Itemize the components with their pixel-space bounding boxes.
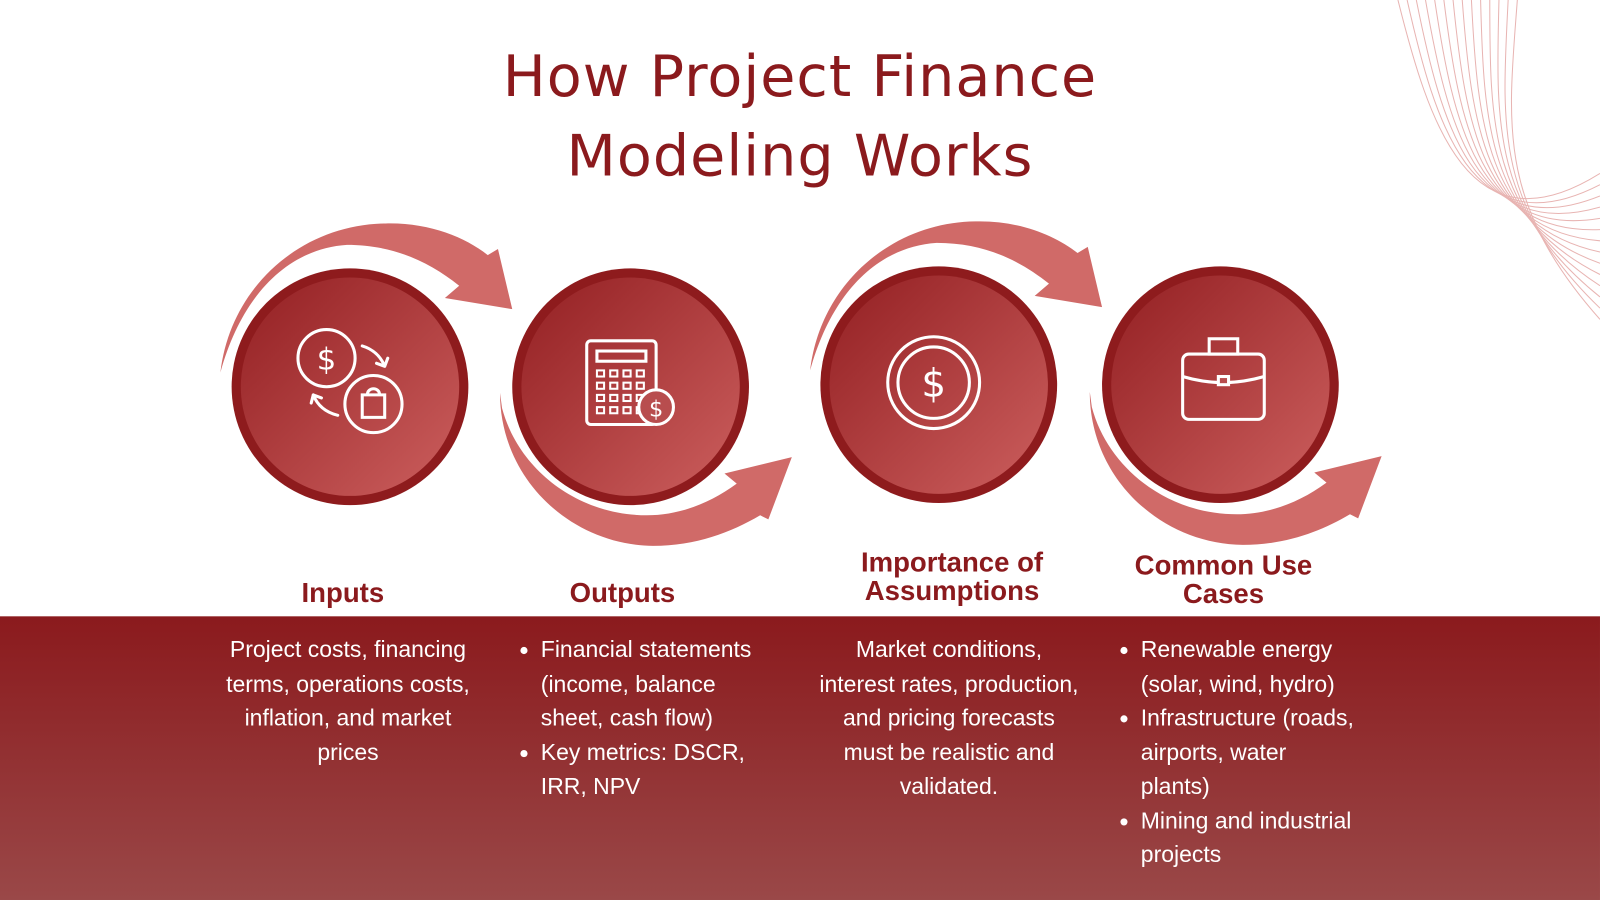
assumptions-description: Market conditions, interest rates, produ…: [819, 636, 1079, 799]
calculator-key: [595, 393, 606, 403]
briefcase-icon: [1181, 337, 1266, 421]
money-exchange-icon: $: [296, 328, 404, 435]
wave-line: [1452, 0, 1600, 242]
arrow-bottom-1: [499, 392, 792, 546]
svg-text:$: $: [921, 362, 946, 407]
calculator-key: [609, 393, 619, 403]
step-circle-inputs: $: [231, 268, 469, 506]
content-band: [0, 616, 1600, 900]
calculator-key: [609, 406, 619, 415]
calculator-key: [622, 406, 632, 415]
heading-assumptions-line-2: Assumptions: [864, 575, 1040, 607]
use-cases-list: Renewable energy (solar, wind, hydro) In…: [1112, 633, 1357, 872]
wave-line: [1415, 0, 1600, 209]
calculator-key: [595, 369, 606, 378]
wave-line: [1504, 0, 1600, 309]
arrow-top-2: [810, 221, 1103, 371]
list-item: Key metrics: DSCR, IRR, NPV: [541, 735, 778, 803]
wave-line: [1510, 0, 1600, 320]
step-circle-outputs: $: [512, 268, 749, 506]
dollar-coin-icon: $: [886, 335, 982, 431]
outputs-list: Financial statements (income, balance sh…: [512, 633, 777, 804]
heading-assumptions: Importance of Assumptions: [819, 548, 1084, 605]
step-circle-use-cases: [1102, 266, 1339, 504]
list-item: Renewable energy (solar, wind, hydro): [1141, 633, 1357, 701]
heading-inputs: Inputs: [301, 577, 385, 609]
wave-line: [1434, 0, 1600, 222]
calculator-key: [609, 369, 619, 378]
heading-use-cases-line-2: Cases: [1182, 578, 1265, 610]
page-title-line-2: Modeling Works: [566, 123, 1034, 190]
calculator-key: [595, 381, 606, 390]
wave-line: [1480, 0, 1600, 275]
calculator-key: [609, 381, 619, 390]
page-title-line-1: How Project Finance: [502, 43, 1098, 111]
step-circle-assumptions: $: [820, 266, 1058, 504]
wave-line: [1470, 0, 1600, 264]
wave-line: [1497, 0, 1600, 298]
wave-line: [1443, 0, 1600, 231]
wave-line: [1406, 0, 1600, 204]
svg-text:$: $: [317, 342, 336, 377]
calculator-key: [595, 406, 606, 415]
wave-line: [1424, 0, 1600, 214]
heading-assumptions-line-1: Importance of: [860, 546, 1044, 578]
wave-line: [1461, 0, 1600, 253]
wave-line: [1397, 0, 1600, 199]
inputs-description: Project costs, financing terms, operatio…: [226, 636, 470, 765]
list-item: Infrastructure (roads, airports, water p…: [1141, 701, 1357, 804]
calculator-dollar-icon: $: [585, 339, 675, 427]
calculator-key: [635, 369, 645, 378]
wave-line: [1489, 0, 1600, 287]
list-item: Mining and industrial projects: [1141, 804, 1357, 872]
arrow-bottom-2: [1089, 391, 1382, 545]
arrow-top-1: [220, 223, 513, 373]
calculator-key: [622, 381, 632, 390]
svg-text:$: $: [649, 396, 663, 422]
decorative-wave-lines: [1397, 0, 1600, 320]
heading-outputs: Outputs: [569, 577, 676, 609]
calculator-key: [622, 393, 632, 403]
calculator-key: [622, 369, 632, 378]
list-item: Financial statements (income, balance sh…: [541, 633, 778, 736]
heading-use-cases: Common Use Cases: [1091, 551, 1356, 608]
heading-use-cases-line-1: Common Use: [1134, 549, 1313, 581]
calculator-key: [635, 381, 645, 390]
